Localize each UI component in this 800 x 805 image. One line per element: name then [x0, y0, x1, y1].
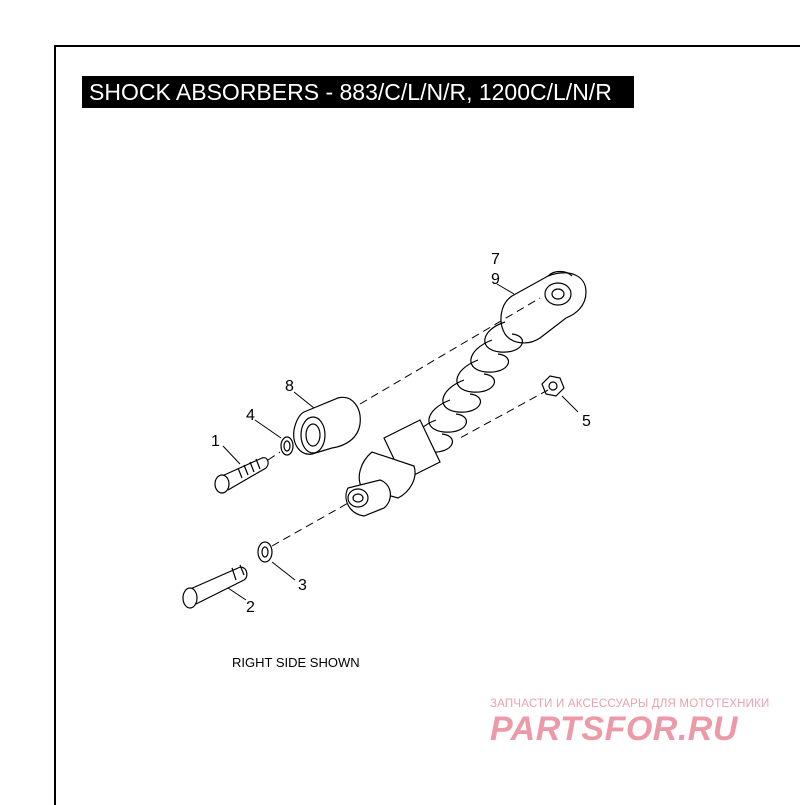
nut-5 [541, 375, 565, 397]
watermark-tagline: ЗАПЧАСТИ И АКСЕССУАРЫ ДЛЯ МОТОТЕХНИКИ [490, 698, 770, 710]
assembly-lines [267, 297, 549, 547]
callout-1: 1 [211, 433, 220, 450]
bolt-1 [214, 457, 269, 494]
diagram-frame [54, 45, 800, 805]
callout-5: 5 [582, 413, 591, 430]
callout-9: 9 [491, 271, 500, 288]
leader-lines [222, 283, 579, 601]
watermark-logo: PARTSFOR.RU [490, 710, 738, 748]
shock-absorber [345, 270, 587, 517]
callout-3: 3 [298, 577, 307, 594]
diagram-note: RIGHT SIDE SHOWN [232, 655, 360, 670]
bolt-2 [182, 564, 248, 609]
callout-8: 8 [285, 378, 294, 395]
callout-4: 4 [246, 407, 255, 424]
spacer-8 [293, 396, 361, 455]
washer-4 [280, 436, 294, 456]
washer-3 [257, 541, 273, 563]
callout-7: 7 [491, 251, 500, 268]
callout-2: 2 [246, 599, 255, 616]
page-title: SHOCK ABSORBERS - 883/C/L/N/R, 1200C/L/N… [82, 76, 634, 108]
